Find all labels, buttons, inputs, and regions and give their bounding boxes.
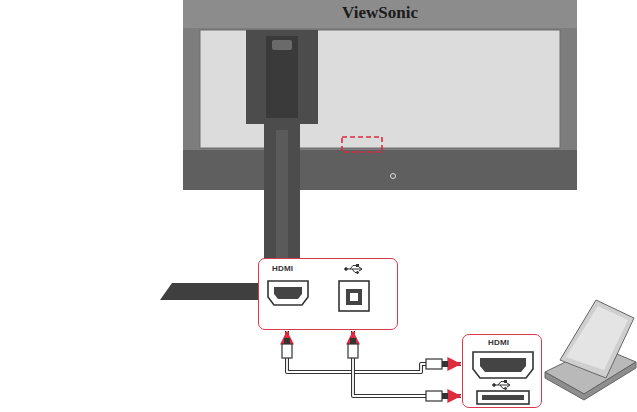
port-label: HDMI	[272, 265, 293, 273]
monitor-lower-band	[183, 150, 577, 190]
laptop-lid	[560, 300, 634, 378]
port-callout-box: HDMI	[258, 258, 398, 330]
hdmi-plug	[426, 359, 442, 369]
usb-b-plug	[348, 344, 358, 358]
hdmi-plug-tip	[284, 338, 290, 344]
hdmi-plug-tip	[442, 361, 448, 367]
usb-b-plug-tip	[350, 338, 356, 344]
stand-handle	[272, 40, 292, 50]
cable-connector	[287, 331, 461, 372]
laptop-lid-face	[566, 306, 628, 370]
stand-arm	[246, 30, 318, 290]
port-label: HDMI	[488, 339, 509, 347]
monitor-back	[183, 0, 577, 190]
hdmi-plug	[282, 344, 292, 358]
usb-a-plug	[426, 391, 442, 401]
stand-neck	[266, 36, 298, 118]
port-callout-box: HDMI	[462, 334, 542, 408]
lock-slot	[391, 174, 396, 179]
monitor-top-bezel	[183, 0, 577, 28]
usb-a-plug-tip	[442, 393, 448, 399]
cable-connector	[353, 331, 461, 396]
brand-logo: ViewSonic	[342, 3, 418, 23]
port-location-marker	[342, 137, 382, 152]
